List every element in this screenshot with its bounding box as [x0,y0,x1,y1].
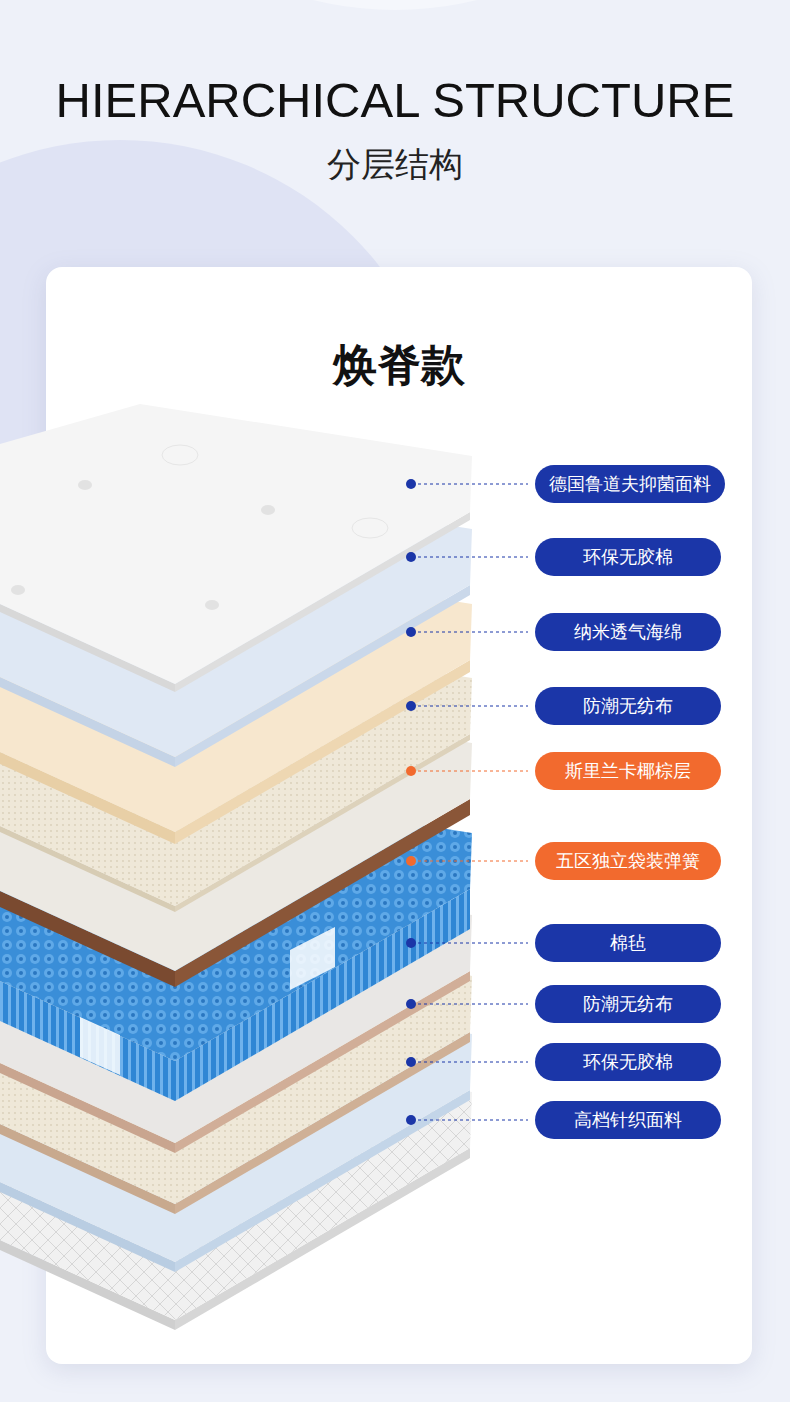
pill-text: 防潮无纺布 [583,993,673,1015]
leader-dots [406,479,416,1125]
leader-lines [418,484,528,1120]
label-pill: 防潮无纺布 [535,985,721,1023]
pill-text: 高档针织面料 [574,1109,682,1131]
panel-card: 焕脊款德国鲁道夫抑菌面料环保无胶棉纳米透气海绵防潮无纺布斯里兰卡椰棕层五区独立袋… [46,267,752,1364]
label-pill: 防潮无纺布 [535,687,721,725]
label-pill: 棉毡 [535,924,721,962]
label-pill: 德国鲁道夫抑菌面料 [535,465,725,503]
pill-text: 五区独立袋装弹簧 [556,850,700,872]
pill-text: 棉毡 [610,932,646,954]
pill-text: 纳米透气海绵 [574,621,682,643]
panel-heading: 焕脊款 [46,337,752,393]
label-pill: 纳米透气海绵 [535,613,721,651]
page-title: HIERARCHICAL STRUCTURE [0,72,790,128]
pill-text: 德国鲁道夫抑菌面料 [549,473,711,495]
label-pill: 环保无胶棉 [535,1043,721,1081]
label-pill: 高档针织面料 [535,1101,721,1139]
pill-text: 环保无胶棉 [583,1051,673,1073]
pill-text: 斯里兰卡椰棕层 [565,760,691,782]
bg-circle [55,0,735,10]
label-pill: 五区独立袋装弹簧 [535,842,721,880]
label-pill: 环保无胶棉 [535,538,721,576]
pill-text: 防潮无纺布 [583,695,673,717]
layer-1 [0,404,472,692]
pill-text: 环保无胶棉 [583,546,673,568]
subtitle: 分层结构 [0,142,790,186]
label-pill: 斯里兰卡椰棕层 [535,752,721,790]
